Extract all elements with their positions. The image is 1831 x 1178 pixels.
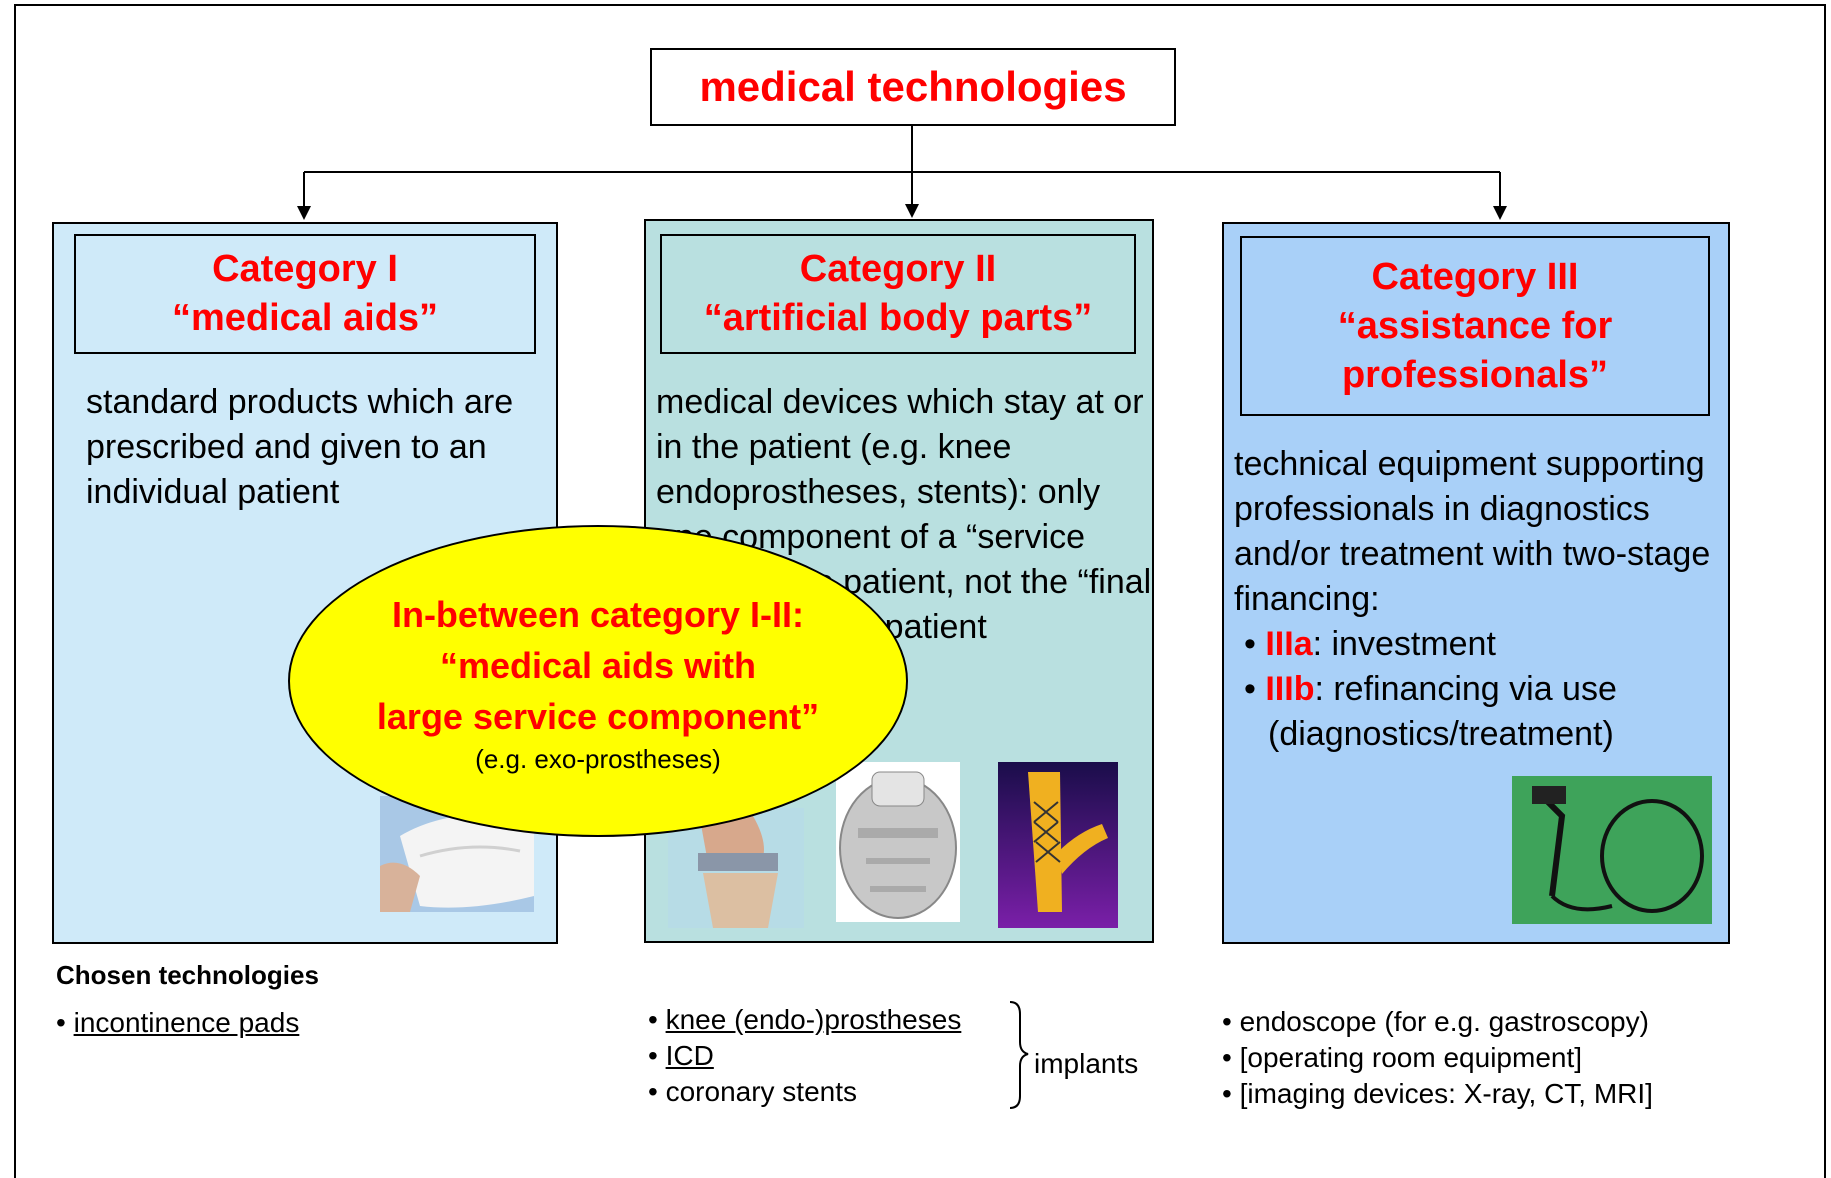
implants-brace: [1009, 1001, 1029, 1109]
inbetween-example: (e.g. exo-prostheses): [475, 743, 721, 774]
slide-frame: [14, 4, 1826, 1178]
category-3-subtitle-line1: “assistance for: [1337, 304, 1613, 347]
chosen-cat2-item: • ICD: [648, 1040, 714, 1071]
category-3-bullet-iiia: • IIIa: investment: [1244, 625, 1496, 663]
coronary-stents-label: coronary stents: [665, 1076, 858, 1107]
chosen-cat1-list: • incontinence pads: [56, 1006, 299, 1040]
root-node: medical technologies: [650, 48, 1176, 126]
category-2-subtitle: “artificial body parts”: [703, 297, 1093, 339]
bullet-iiia-code: IIIa: [1265, 625, 1313, 663]
category-3-header: Category III “assistance for professiona…: [1240, 236, 1710, 416]
implants-label: implants: [1034, 1048, 1139, 1079]
chosen-cat2-list: • knee (endo-)prostheses • ICD • coronar…: [648, 1002, 961, 1110]
chosen-cat3-item: • endoscope (for e.g. gastroscopy): [1222, 1006, 1649, 1037]
bullet-iiib-code: IIIb: [1265, 670, 1315, 708]
chosen-cat3-list: • endoscope (for e.g. gastroscopy) • [op…: [1222, 1004, 1653, 1112]
bullet-iiib-text: : refinancing via use: [1314, 670, 1617, 708]
chosen-cat2-item: • coronary stents: [648, 1076, 858, 1107]
icd-device-photo: [836, 762, 960, 922]
category-3-description-block: technical equipment supporting professio…: [1234, 442, 1714, 757]
knee-prosthesis-photo: [668, 808, 804, 928]
chosen-cat2-item: • knee (endo-)prostheses: [648, 1004, 962, 1035]
category-2-header: Category II “artificial body parts”: [660, 234, 1136, 354]
category-3-description: technical equipment supporting professio…: [1234, 445, 1711, 618]
inbetween-line2: “medical aids with: [439, 644, 757, 686]
endoscope-photo: [1512, 776, 1712, 924]
chosen-technologies-heading: Chosen technologies: [56, 960, 319, 990]
incontinence-pads-label: incontinence pads: [73, 1007, 300, 1038]
category-1-title: Category I: [212, 248, 398, 290]
category-3-title: Category III: [1371, 255, 1579, 298]
root-label: medical technologies: [699, 63, 1127, 110]
category-1-description: standard products which are prescribed a…: [86, 383, 514, 511]
bullet-iiib-continuation: (diagnostics/treatment): [1268, 715, 1614, 753]
icd-label: ICD: [665, 1040, 714, 1071]
inbetween-category-ellipse: In-between category I-II: “medical aids …: [288, 525, 908, 837]
operating-room-label: [operating room equipment]: [1239, 1042, 1583, 1073]
endoscope-label: endoscope (for e.g. gastroscopy): [1239, 1006, 1649, 1037]
arrowhead-cat2: [905, 204, 919, 218]
category-3-bullet-iiib: • IIIb: refinancing via use: [1244, 670, 1617, 708]
knee-prostheses-label: knee (endo-)prostheses: [665, 1004, 962, 1035]
category-1-subtitle: “medical aids”: [171, 297, 439, 339]
inbetween-line1: In-between category I-II:: [391, 593, 805, 635]
arrowhead-cat3: [1493, 206, 1507, 220]
chosen-cat1-item: • incontinence pads: [56, 1007, 300, 1038]
arrowhead-cat1: [297, 206, 311, 220]
chosen-cat3-item: • [operating room equipment]: [1222, 1042, 1583, 1073]
inbetween-line3: large service component”: [376, 695, 820, 737]
bullet-iiia-text: : investment: [1312, 625, 1496, 663]
coronary-stent-photo: [998, 762, 1118, 928]
category-3-subtitle-line2: professionals”: [1341, 353, 1609, 396]
chosen-cat3-item: • [imaging devices: X-ray, CT, MRI]: [1222, 1078, 1653, 1109]
imaging-devices-label: [imaging devices: X-ray, CT, MRI]: [1239, 1078, 1653, 1109]
category-2-title: Category II: [799, 248, 997, 290]
category-1-header: Category I “medical aids”: [74, 234, 536, 354]
